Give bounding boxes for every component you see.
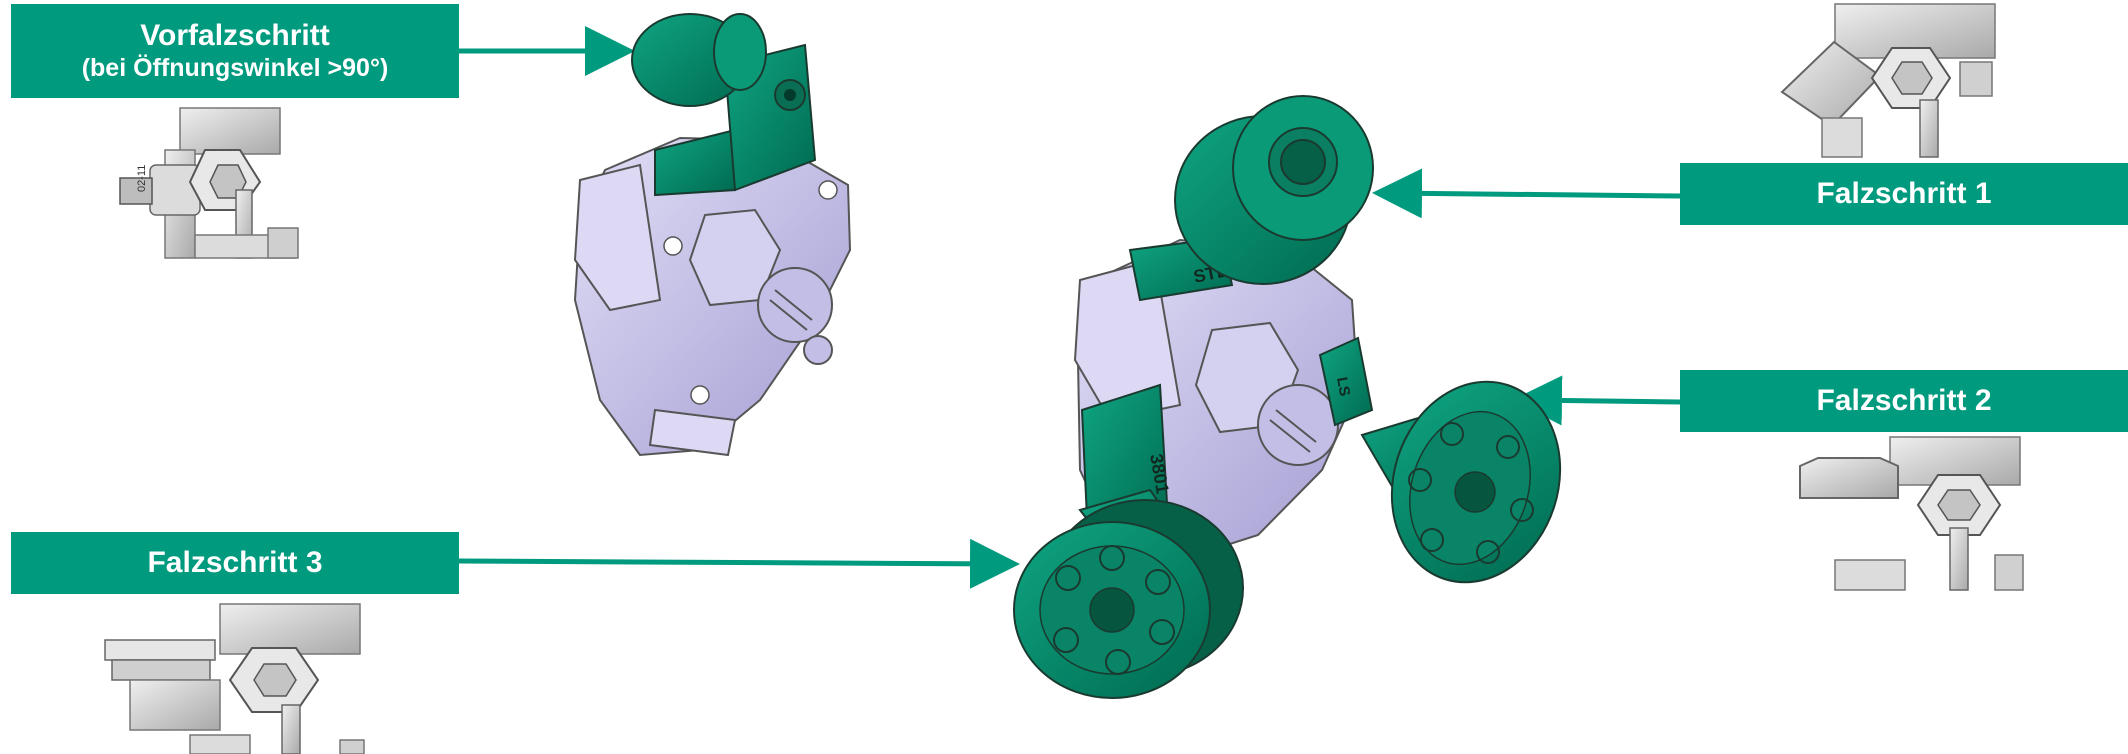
thumbnail-falzschritt-3 (104, 603, 365, 754)
arrow-falzschritt-1 (1372, 168, 1681, 219)
green-bracket-a (654, 128, 736, 197)
thumbnail-falzschritt-2 (1799, 436, 2024, 591)
label-falzschritt-3: Falzschritt 3 (11, 532, 459, 594)
arrow-falzschritt-2 (1512, 375, 1681, 426)
tab-marking: LS (1333, 376, 1353, 398)
label-falzschritt-3-title: Falzschritt 3 (147, 546, 323, 579)
tool-assembly-main: STEP 3801 LS (1013, 95, 1562, 699)
arrow-falzschritt-3 (458, 538, 1020, 589)
label-vorfalzschritt: Vorfalzschritt (bei Öffnungswinkel >90°) (11, 4, 459, 98)
thumbnail-falzschritt-1 (1780, 3, 1996, 158)
thumbnail-vorfalzschritt: 02-11 (119, 107, 299, 259)
label-vorfalzschritt-subtitle: (bei Öffnungswinkel >90°) (81, 54, 389, 82)
green-tab-block (1318, 336, 1374, 427)
label-falzschritt-2: Falzschritt 2 (1680, 370, 2128, 432)
tool-assembly-vorfalz (573, 13, 852, 457)
label-falzschritt-2-title: Falzschritt 2 (1816, 384, 1992, 417)
screw-head-b (1257, 384, 1339, 466)
label-falzschritt-1: Falzschritt 1 (1680, 163, 2128, 225)
label-falzschritt-1-title: Falzschritt 1 (1816, 177, 1992, 210)
label-vorfalzschritt-title: Vorfalzschritt (140, 19, 330, 52)
thumbnail-vorfalzschritt-marking: 02-11 (136, 165, 148, 192)
lavender-wing-a (573, 163, 662, 312)
